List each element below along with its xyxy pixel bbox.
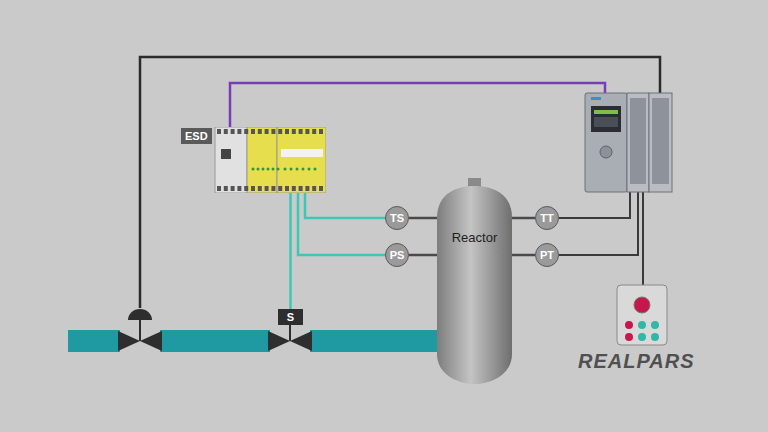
safety-wire xyxy=(289,193,292,309)
control-valve xyxy=(118,309,162,351)
node-label: S xyxy=(287,311,294,323)
reactor-vessel: Reactor xyxy=(437,178,512,384)
pipe xyxy=(68,330,440,352)
esd-controller: ESD xyxy=(181,127,326,193)
pushbutton-station xyxy=(617,285,667,345)
temperature-switch: TS xyxy=(385,206,409,230)
process-tap xyxy=(409,254,437,257)
solenoid-box: S xyxy=(278,309,303,325)
watermark: REALPARS xyxy=(578,350,695,373)
process-tap xyxy=(512,254,535,257)
signal-wire xyxy=(140,57,660,308)
node-label: PT xyxy=(540,249,554,261)
tag-plate: ESD xyxy=(181,128,212,144)
node-label: PS xyxy=(390,249,405,261)
temperature-transmitter: TT xyxy=(535,206,559,230)
node-label: TS xyxy=(390,212,404,224)
signal-wire xyxy=(559,192,638,255)
node-label: TT xyxy=(540,212,553,224)
safety-wire xyxy=(305,193,385,218)
plc xyxy=(585,93,672,192)
node-label: ESD xyxy=(185,130,208,142)
solenoid-valve xyxy=(268,324,312,351)
pressure-transmitter: PT xyxy=(535,243,559,267)
signal-wire xyxy=(642,192,644,285)
process-tap xyxy=(512,217,535,220)
signal-wire xyxy=(559,192,630,218)
process-tap xyxy=(409,217,437,220)
safety-wire xyxy=(298,193,385,255)
vessel-outline xyxy=(437,178,512,384)
pressure-switch: PS xyxy=(385,243,409,267)
node-label: Reactor xyxy=(437,230,512,245)
comm-wire xyxy=(230,83,605,127)
